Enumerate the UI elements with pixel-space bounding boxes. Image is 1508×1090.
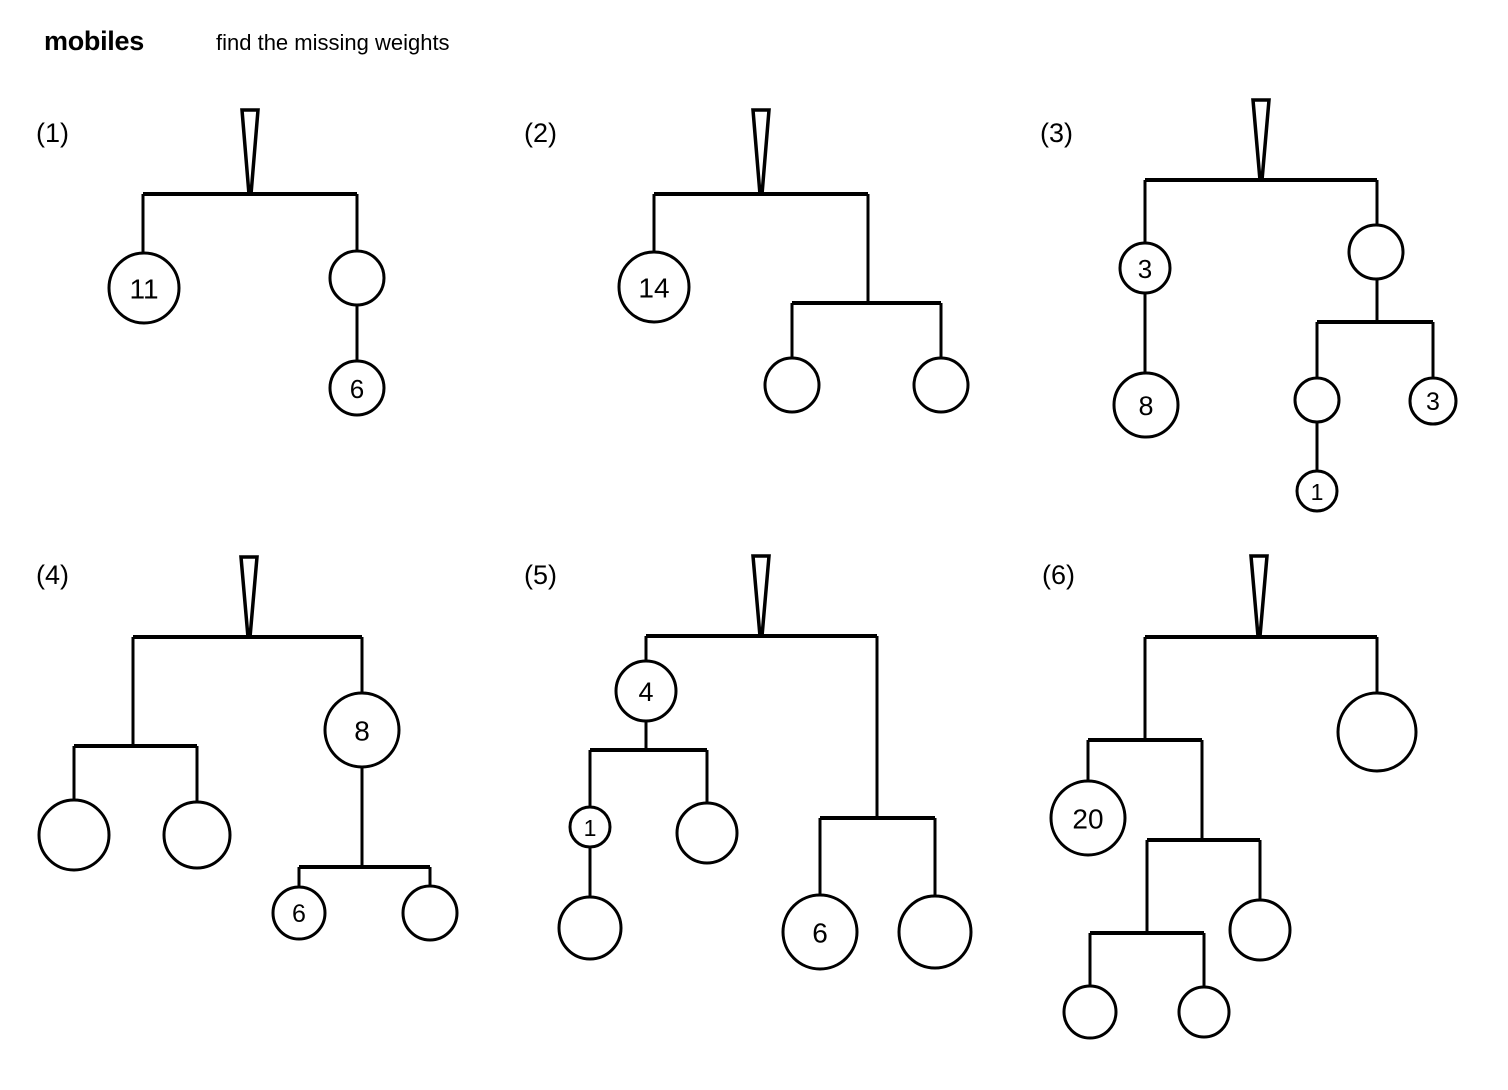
problem-3-weight-blank-a-circle[interactable] xyxy=(1347,223,1405,281)
problem-3-label: (3) xyxy=(1040,118,1073,148)
problem-5-weight-1-circle[interactable] xyxy=(568,805,612,849)
problem-5-weight-blank-a-circle[interactable] xyxy=(675,801,739,865)
problem-3-weight-1-circle[interactable] xyxy=(1295,469,1339,513)
problem-4-weight-6-circle[interactable] xyxy=(271,885,327,941)
problem-6-label: (6) xyxy=(1042,560,1075,590)
problem-3-weight-8-circle[interactable] xyxy=(1112,371,1180,439)
problem-3-weight-3-left-value: 3 xyxy=(1138,254,1152,284)
problem-4: 86 xyxy=(37,555,459,942)
problem-4-weight-8-circle[interactable] xyxy=(323,691,401,769)
problem-4-weight-blank-c-circle[interactable] xyxy=(401,884,459,942)
problem-3-hanger-icon xyxy=(1251,98,1271,180)
problem-6-weight-blank-a-circle[interactable] xyxy=(1336,691,1418,773)
problem-2-weight-blank-a-circle[interactable] xyxy=(763,356,821,414)
problem-2-weight-14-circle[interactable] xyxy=(617,250,691,324)
problem-4-weight-6-value: 6 xyxy=(292,900,306,928)
problem-4-weight-blank-b-circle[interactable] xyxy=(162,800,232,870)
problem-5-weight-6-value: 6 xyxy=(812,918,828,949)
problem-3-weight-3-right-circle[interactable] xyxy=(1408,376,1458,426)
problem-2-hanger-icon xyxy=(751,108,771,194)
problem-6: 20 xyxy=(1049,554,1418,1040)
problem-6-weight-blank-c-circle[interactable] xyxy=(1062,984,1118,1040)
problem-4-weight-blank-a-circle[interactable] xyxy=(37,798,111,872)
problem-5-weight-4-circle[interactable] xyxy=(614,659,678,723)
problem-6-hanger-icon xyxy=(1249,554,1269,636)
problem-1-weight-blank-a-circle[interactable] xyxy=(328,249,386,307)
problem-5-weight-blank-c-circle[interactable] xyxy=(897,894,973,970)
problem-1: 11 6 xyxy=(107,108,386,417)
problem-5-weight-6-circle[interactable] xyxy=(781,893,859,971)
problem-1-weight-11-value: 11 xyxy=(129,274,158,305)
problem-4-label: (4) xyxy=(36,560,69,590)
problem-5: 4 1 6 xyxy=(557,554,973,971)
problem-1-weight-6-circle[interactable] xyxy=(328,359,386,417)
problem-1-weight-6-value: 6 xyxy=(350,374,364,404)
problem-1-weight-11-circle[interactable] xyxy=(107,251,181,325)
problem-1-label: (1) xyxy=(36,118,69,148)
problem-5-weight-4-value: 4 xyxy=(638,677,653,707)
problem-3: 3 8 3 1 xyxy=(1112,98,1458,513)
problem-3-weight-3-left-circle[interactable] xyxy=(1118,241,1172,295)
problem-6-weight-blank-d-circle[interactable] xyxy=(1177,985,1231,1039)
problem-3-weight-3-right-value: 3 xyxy=(1426,388,1440,416)
problem-6-weight-20-value: 20 xyxy=(1072,804,1103,835)
problem-5-hanger-icon xyxy=(751,554,771,636)
problem-6-weight-blank-b-circle[interactable] xyxy=(1228,898,1292,962)
problem-1-hanger-icon xyxy=(240,108,260,194)
problem-4-weight-8-value: 8 xyxy=(354,716,370,747)
problem-3-weight-1-value: 1 xyxy=(1311,479,1324,505)
problem-4-hanger-icon xyxy=(239,555,259,637)
problem-2-weight-14-value: 14 xyxy=(638,273,669,304)
problem-5-weight-blank-b-circle[interactable] xyxy=(557,895,623,961)
page-subtitle: find the missing weights xyxy=(216,30,450,55)
worksheet-header: mobiles find the missing weights xyxy=(0,0,1508,80)
problem-2-label: (2) xyxy=(524,118,557,148)
problem-2-weight-blank-b-circle[interactable] xyxy=(912,356,970,414)
page-title: mobiles xyxy=(44,26,144,56)
problem-6-weight-20-circle[interactable] xyxy=(1049,779,1127,857)
problem-2: 14 xyxy=(617,108,970,414)
problem-5-label: (5) xyxy=(524,560,557,590)
problem-3-weight-blank-b-circle[interactable] xyxy=(1293,376,1341,424)
problem-5-weight-1-value: 1 xyxy=(584,815,597,841)
problem-3-weight-8-value: 8 xyxy=(1138,391,1153,421)
